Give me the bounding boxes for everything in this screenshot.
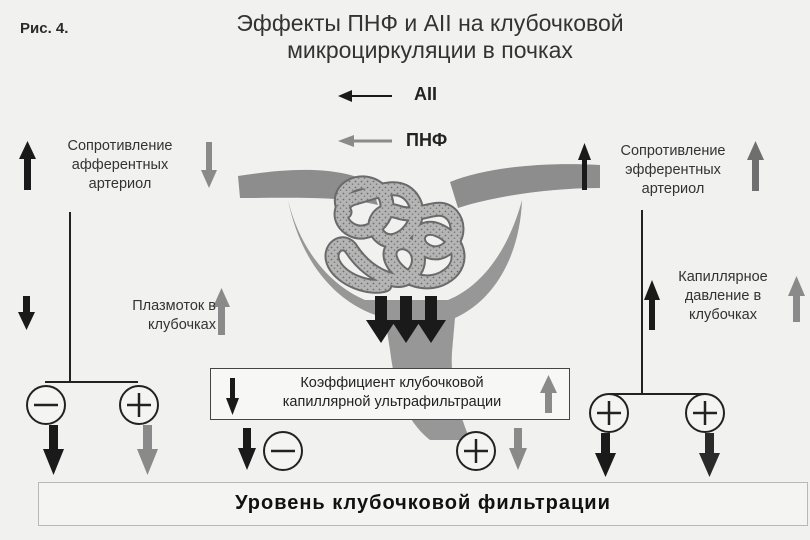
figure-title-line1: Эффекты ПНФ и AII на клубочковой xyxy=(236,10,624,36)
coef-pnf-up-arrow xyxy=(540,375,557,413)
center-plus-sign xyxy=(456,431,496,471)
legend-a2-arrow xyxy=(338,90,392,102)
coef-line2: капиллярной ультрафильтрации xyxy=(282,394,502,410)
ultrafiltration-coefficient-box: Коэффициент клубочковой капиллярной ульт… xyxy=(210,368,570,420)
afferent-pnf-down-arrow xyxy=(201,142,217,188)
coef-text: Коэффициент клубочковой капиллярной ульт… xyxy=(247,374,537,412)
capillary-pressure-line2: давление в xyxy=(684,288,762,304)
afferent-resistance-line1: Сопротивление xyxy=(67,138,173,154)
gfr-level-label: Уровень клубочковой фильтрации xyxy=(235,492,611,514)
right-a2-down-arrow-1 xyxy=(595,433,616,477)
gfr-level-bar: Уровень клубочковой фильтрации xyxy=(38,482,808,526)
efferent-resistance-line2: эфферентных xyxy=(625,162,721,178)
capillary-pressure-line1: Капиллярное xyxy=(678,269,768,285)
center-pnf-down-arrow xyxy=(509,428,527,470)
pressure-pnf-up-arrow xyxy=(788,276,805,322)
right-a2-down-arrow-2 xyxy=(699,433,720,477)
coef-a2-down-arrow xyxy=(226,378,239,415)
afferent-resistance-line3: артериол xyxy=(88,176,152,192)
efferent-arteriole xyxy=(450,164,600,208)
legend-pnf-label: ПНФ xyxy=(406,130,448,150)
pressure-a2-up-arrow xyxy=(644,280,660,330)
left-a2-down-arrow xyxy=(43,425,64,475)
efferent-a2-up-arrow xyxy=(578,143,591,190)
legend-a2-label: AII xyxy=(414,84,438,104)
right-plus-sign-1 xyxy=(589,393,629,433)
efferent-resistance-line3: артериол xyxy=(641,181,705,197)
glomerulus-illustration xyxy=(238,164,600,440)
center-minus-sign xyxy=(263,431,303,471)
center-a2-down-arrow xyxy=(238,428,256,470)
right-plus-sign-2 xyxy=(685,393,725,433)
plasma-flow-line2: клубочках xyxy=(148,317,216,333)
figure-label: Рис. 4. xyxy=(20,20,69,37)
capillary-pressure-line3: клубочках xyxy=(689,307,757,323)
figure-title-line2: микроциркуляции в почках xyxy=(287,37,573,63)
left-minus-sign xyxy=(26,385,66,425)
filtration-arrows xyxy=(366,296,446,343)
efferent-pnf-up-arrow xyxy=(747,141,764,191)
afferent-resistance-line2: афферентных xyxy=(71,157,169,173)
plasma-flow-line1: Плазмоток в xyxy=(132,298,216,314)
left-pnf-down-arrow xyxy=(137,425,158,475)
afferent-a2-up-arrow xyxy=(19,141,36,190)
plasma-a2-down-arrow xyxy=(18,296,35,330)
efferent-resistance-line1: Сопротивление xyxy=(620,143,726,159)
coef-arrows xyxy=(226,375,557,415)
left-plus-sign xyxy=(119,385,159,425)
legend-pnf-arrow xyxy=(338,135,392,147)
capillary-tuft xyxy=(324,175,466,294)
coef-line1: Коэффициент клубочковой xyxy=(300,375,484,391)
plasma-pnf-up-arrow xyxy=(213,288,230,335)
